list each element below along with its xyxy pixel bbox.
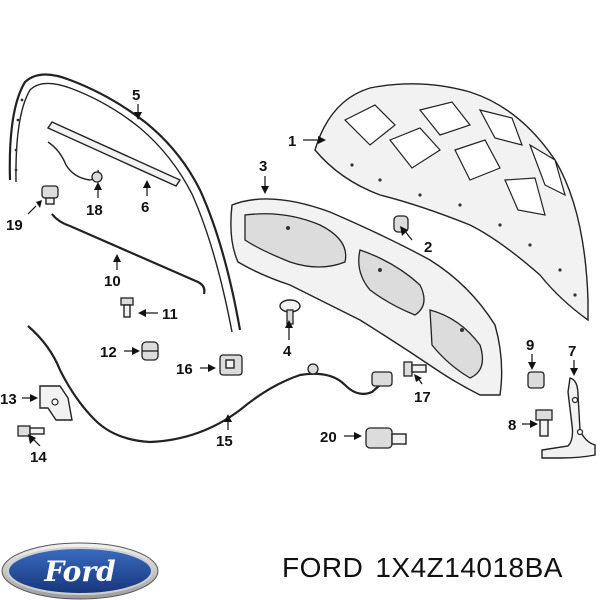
callout-8: 8 — [508, 417, 516, 434]
hood-weatherstrip — [8, 73, 242, 331]
callout-12: 12 — [100, 344, 117, 361]
clip-2 — [393, 215, 409, 233]
callout-17: 17 — [414, 389, 431, 406]
push-pin-4 — [279, 299, 301, 325]
seal-strip — [46, 121, 182, 187]
cable-end-clip — [307, 363, 319, 375]
ford-logo: Ford — [1, 542, 159, 600]
hood-insulator — [230, 198, 503, 396]
hood-release-cable — [27, 325, 381, 444]
callout-3: 3 — [259, 158, 267, 175]
callout-18: 18 — [86, 202, 103, 219]
hood-hinge — [541, 377, 596, 459]
hood-panel — [314, 83, 589, 322]
hood-bumper — [41, 185, 59, 205]
bolt-8 — [535, 409, 553, 437]
ajar-switch — [365, 427, 407, 449]
callout-15: 15 — [216, 433, 233, 450]
callout-14: 14 — [30, 449, 47, 466]
clip-18 — [91, 171, 103, 183]
callout-1: 1 — [288, 133, 296, 150]
caption-brand: FORD — [282, 552, 364, 583]
callout-labels: 1 2 3 4 5 6 7 8 9 10 11 12 13 14 15 16 1… — [0, 87, 576, 466]
grommet-12 — [141, 341, 159, 361]
bolt-11 — [120, 297, 134, 318]
nut-9 — [527, 371, 545, 389]
ford-logo-script: Ford — [43, 555, 115, 588]
callout-2: 2 — [424, 239, 432, 256]
callout-4: 4 — [283, 343, 292, 360]
callout-10: 10 — [104, 273, 121, 290]
bolt-17 — [403, 361, 427, 377]
callout-9: 9 — [526, 337, 534, 354]
hood-prop-rod — [51, 213, 206, 295]
bolt-14 — [17, 425, 45, 437]
caption-part-number: 1X4Z14018BA — [375, 552, 563, 583]
leader-lines — [22, 104, 578, 447]
callout-11: 11 — [162, 306, 178, 323]
callout-16: 16 — [176, 361, 193, 378]
part-caption: FORD 1X4Z14018BA — [282, 552, 592, 584]
callout-5: 5 — [132, 87, 140, 104]
callout-20: 20 — [320, 429, 337, 446]
callout-19: 19 — [6, 217, 23, 234]
hood-latch — [39, 385, 73, 421]
callout-13: 13 — [0, 391, 17, 408]
hood-weatherstrip-inner — [15, 82, 233, 333]
connector-16 — [219, 354, 243, 376]
callout-6: 6 — [141, 199, 149, 216]
cable-connector — [371, 371, 393, 387]
callout-7: 7 — [568, 343, 576, 360]
